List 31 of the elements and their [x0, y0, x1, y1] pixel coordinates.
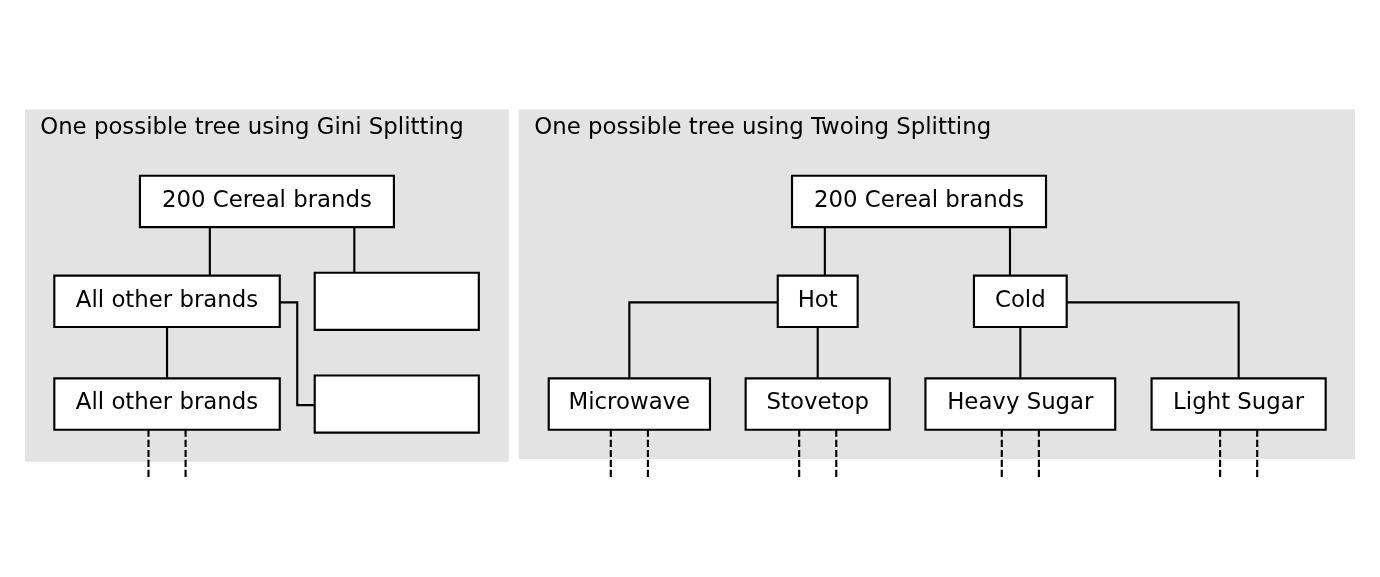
connector [628, 300, 778, 378]
node-box: Light Sugar [1150, 376, 1327, 431]
node-box: Hot [776, 274, 859, 328]
connector [823, 226, 826, 275]
connector [798, 429, 801, 478]
connector [147, 429, 150, 478]
connector [1219, 429, 1222, 478]
node-box: Stovetop [744, 376, 891, 431]
connector [609, 429, 612, 478]
connector [165, 326, 169, 378]
connector [208, 226, 211, 275]
connector [835, 429, 838, 478]
node-box: Cold [972, 274, 1068, 328]
node-box [313, 373, 480, 434]
node-box: 200 Cereal brands [138, 174, 395, 228]
node-box [313, 271, 480, 331]
connector [1019, 326, 1022, 378]
node-box: All other brands [53, 376, 281, 431]
node-box: All other brands [53, 274, 281, 328]
connector [353, 226, 356, 272]
connector [646, 429, 649, 478]
connector [184, 429, 187, 478]
connector [1037, 429, 1040, 478]
connector [1000, 429, 1003, 478]
connector [1008, 226, 1012, 275]
connector [816, 326, 819, 378]
connector [1256, 429, 1259, 478]
node-box: 200 Cereal brands [790, 174, 1048, 228]
node-box: Microwave [547, 376, 712, 431]
node-box: Heavy Sugar [924, 376, 1117, 431]
connector [1067, 300, 1240, 378]
